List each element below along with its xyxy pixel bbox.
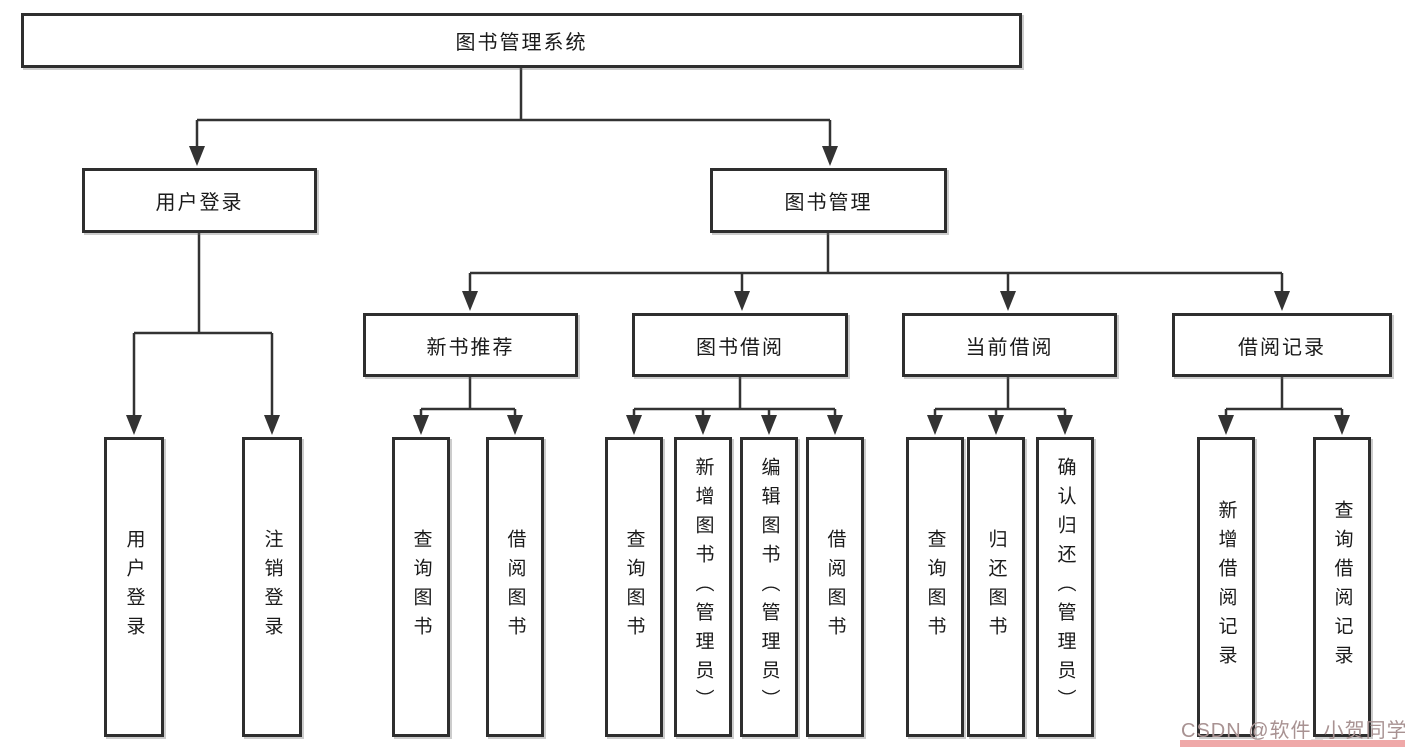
leaf-logout: 注销登录 (242, 437, 302, 737)
node-label: 借阅记录 (1238, 336, 1326, 359)
node-label: 图书管理系统 (455, 32, 588, 54)
leaf-query-books-borrowing: 查询图书 (605, 437, 663, 737)
leaf-label: 查询借阅记录 (1331, 500, 1353, 674)
leaf-label: 查询图书 (623, 529, 645, 645)
node-label: 当前借阅 (965, 336, 1054, 359)
node-new-book-recommendation: 新书推荐 (363, 313, 578, 377)
leaf-label: 借阅图书 (824, 529, 846, 645)
leaf-user-login: 用户登录 (104, 437, 164, 737)
leaf-label: 用户登录 (123, 529, 145, 645)
leaf-label: 确认归还（管理员） (1054, 456, 1076, 718)
leaf-label: 借阅图书 (504, 529, 526, 645)
leaf-return-books: 归还图书 (967, 437, 1025, 737)
leaf-label: 查询图书 (410, 529, 432, 645)
node-label: 图书管理 (784, 192, 873, 214)
node-library-system-root: 图书管理系统 (21, 13, 1022, 68)
node-label: 图书借阅 (696, 336, 784, 359)
leaf-edit-books-admin: 编辑图书（管理员） (740, 437, 798, 737)
arrowheads (126, 146, 1350, 435)
csdn-watermark: CSDN @软件_小贺同学 (1181, 720, 1405, 742)
node-book-management: 图书管理 (710, 168, 947, 233)
leaf-label: 归还图书 (985, 529, 1007, 645)
leaf-label: 新增图书（管理员） (692, 456, 714, 718)
node-book-borrowing: 图书借阅 (632, 313, 848, 377)
node-borrowing-records: 借阅记录 (1172, 313, 1392, 377)
node-current-borrowing: 当前借阅 (902, 313, 1117, 377)
leaf-label: 注销登录 (261, 529, 283, 645)
leaf-borrow-books-recommend: 借阅图书 (486, 437, 544, 737)
leaf-label: 编辑图书（管理员） (758, 456, 780, 718)
watermark-strip (1180, 740, 1405, 747)
leaf-add-borrow-record: 新增借阅记录 (1197, 437, 1255, 737)
leaf-query-books-current: 查询图书 (906, 437, 964, 737)
node-label: 用户登录 (155, 192, 244, 214)
leaf-add-books-admin: 新增图书（管理员） (674, 437, 732, 737)
leaf-borrow-books-borrowing: 借阅图书 (806, 437, 864, 737)
leaf-label: 查询图书 (924, 529, 946, 645)
node-label: 新书推荐 (426, 336, 515, 359)
leaf-query-borrow-record: 查询借阅记录 (1313, 437, 1371, 737)
leaf-confirm-return-admin: 确认归还（管理员） (1036, 437, 1094, 737)
node-user-login: 用户登录 (82, 168, 317, 233)
leaf-query-books-recommend: 查询图书 (392, 437, 450, 737)
leaf-label: 新增借阅记录 (1215, 500, 1237, 674)
